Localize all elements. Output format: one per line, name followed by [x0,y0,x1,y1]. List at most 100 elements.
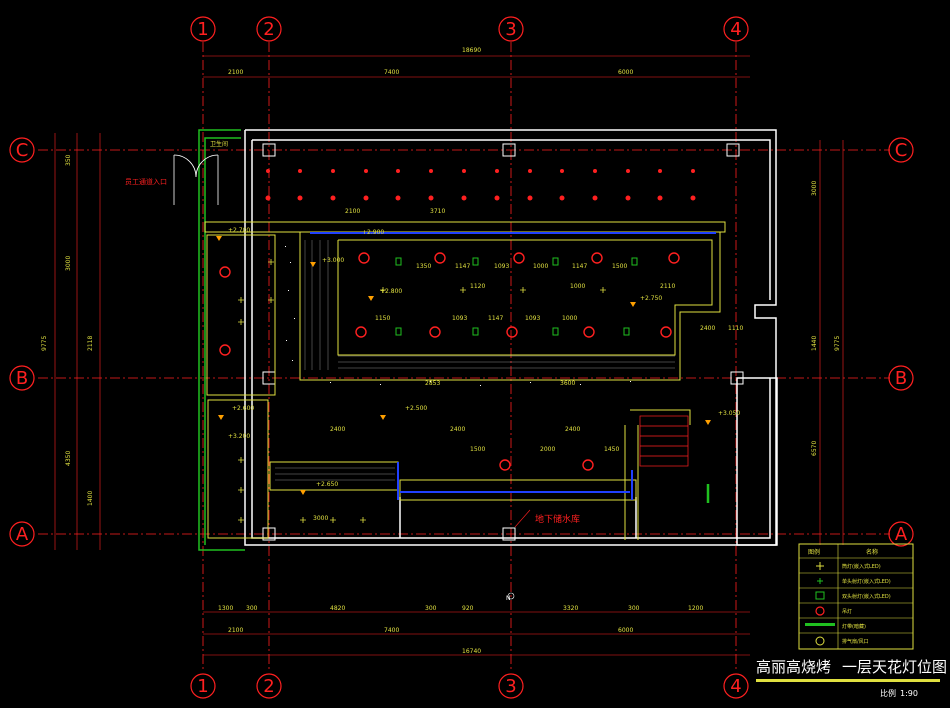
interior-dim-27: 3000 [313,515,328,522]
dim-bottom-detail-1: 1300 [218,605,233,612]
interior-dim-21: 2000 [540,446,555,453]
drawing-subtitle: 一层天花灯位图 [842,658,947,676]
scale-value: 1:90 [900,689,918,698]
legend-header-name: 名称 [866,548,878,556]
level-label-5: +2.750 [640,295,662,302]
north-arrow: N [506,592,515,602]
grid-col-1-top: 1 [197,19,208,40]
dim-top-total: 18690 [462,47,481,54]
grid-row-a-left: A [16,524,29,545]
interior-dim-text: 2100 3710 1350 1147 1093 1000 1147 1500 … [313,208,743,522]
dim-right-seg-1: 3000 [811,181,818,196]
dim-left-inner-1: 2118 [87,336,94,351]
speckle-band [285,246,631,386]
ceiling-outlines [204,221,726,540]
interior-dim-23: 2853 [425,380,440,387]
spotlights [238,259,606,523]
wood-strips [275,240,675,481]
downlight-row-top [265,169,696,201]
interior-dim-8: 1500 [612,263,627,270]
interior-dim-7: 1147 [572,263,587,270]
interior-dim-25: 2400 [700,325,715,332]
level-label-2: +2.900 [362,229,384,236]
grid-col-3-bottom: 3 [505,676,516,697]
level-label-10: +2.650 [316,481,338,488]
interior-dim-16: 1000 [562,315,577,322]
led-strip-icon [805,623,835,626]
dim-left-seg-2: 3000 [65,256,72,271]
legend-box: 图例 名称 筒灯(嵌入式LED) 单头射灯(嵌入式LED) 双头射灯(嵌入式LE… [798,543,914,650]
interior-dim-4: 1147 [455,263,470,270]
interior-dim-19: 2400 [565,426,580,433]
interior-dim-20: 1500 [470,446,485,453]
grid-col-2-top: 2 [263,19,274,40]
grid-lines [38,42,890,672]
interior-dim-18: 2400 [450,426,465,433]
entrance-door [173,154,219,205]
interior-dim-12: 1150 [375,315,390,322]
basement-leader [514,509,531,528]
legend-item-5: 灯带(暗藏) [842,623,866,630]
level-label-8: +2.500 [405,405,427,412]
interior-dim-1: 2100 [345,208,360,215]
interior-dim-22: 1450 [604,446,619,453]
room-top-left-label: 卫生间 [210,140,228,148]
entrance-label: 员工通道入口 [125,177,167,186]
interior-dim-14: 1147 [488,315,503,322]
grid-row-c-left: C [16,140,29,161]
exhaust-fan-icon [815,636,825,646]
scale-label: 比例 [880,688,896,698]
dim-top-seg-2: 7400 [384,69,399,76]
grid-col-4-bottom: 4 [730,676,741,697]
interior-dim-5: 1093 [494,263,509,270]
level-labels: +2.700 +2.900 +3.000 +2.800 +2.750 +3.20… [228,227,740,488]
legend-header-symbol: 图例 [808,548,820,556]
basement-label: 地下储水库 [535,513,580,525]
level-label-4: +2.800 [380,288,402,295]
dim-bottom-detail-6: 3320 [563,605,578,612]
dim-bottom-detail-8: 1200 [688,605,703,612]
interior-dim-11: 2110 [660,283,675,290]
interior-dim-9: 1120 [470,283,485,290]
grid-col-4-top: 4 [730,19,741,40]
dim-left-inner-2: 1400 [87,491,94,506]
pendant-lamp-icon [815,606,825,616]
dim-right-seg-3: 1440 [811,336,818,351]
dim-bottom-detail-3: 4820 [330,605,345,612]
level-label-6: +3.200 [228,433,250,440]
level-label-7: +2.600 [232,405,254,412]
grid-row-a-right: A [895,524,908,545]
interior-dim-24: 3600 [560,380,575,387]
interior-dim-17: 2400 [330,426,345,433]
interior-dim-10: 1000 [570,283,585,290]
interior-dim-15: 1093 [525,315,540,322]
legend-item-2: 单头射灯(嵌入式LED) [842,578,891,585]
grid-col-3-top: 3 [505,19,516,40]
walls [244,129,778,546]
legend-item-3: 双头射灯(嵌入式LED) [842,593,891,600]
grid-row-b-left: B [16,368,28,389]
grid-row-b-right: B [895,368,907,389]
interior-dim-3: 1350 [416,263,431,270]
dim-bottom-seg-2: 7400 [384,627,399,634]
dim-left-total: 9775 [41,336,48,351]
dimension-text: 18690 2100 7400 6000 1300 300 4820 300 9… [41,47,841,655]
level-label-9: +3.050 [718,410,740,417]
dim-right-total: 9775 [834,336,841,351]
double-spotlight-icon [815,591,825,600]
stair [639,415,689,467]
legend-item-4: 吊灯 [842,608,852,615]
interior-dim-2: 3710 [430,208,445,215]
dim-top-seg-1: 2100 [228,69,243,76]
drawing-title: 高丽高烧烤 [756,658,831,676]
grid-col-2-bottom: 2 [263,676,274,697]
level-label-1: +2.700 [228,227,250,234]
dim-bottom-total: 16740 [462,648,481,655]
dim-left-seg-1: 350 [65,154,72,166]
cross-downlight-icon [816,562,824,570]
dim-top-seg-3: 6000 [618,69,633,76]
dim-bottom-detail-5: 920 [462,605,474,612]
interior-dim-26: 1110 [728,325,743,332]
grid-bubbles [9,16,914,699]
